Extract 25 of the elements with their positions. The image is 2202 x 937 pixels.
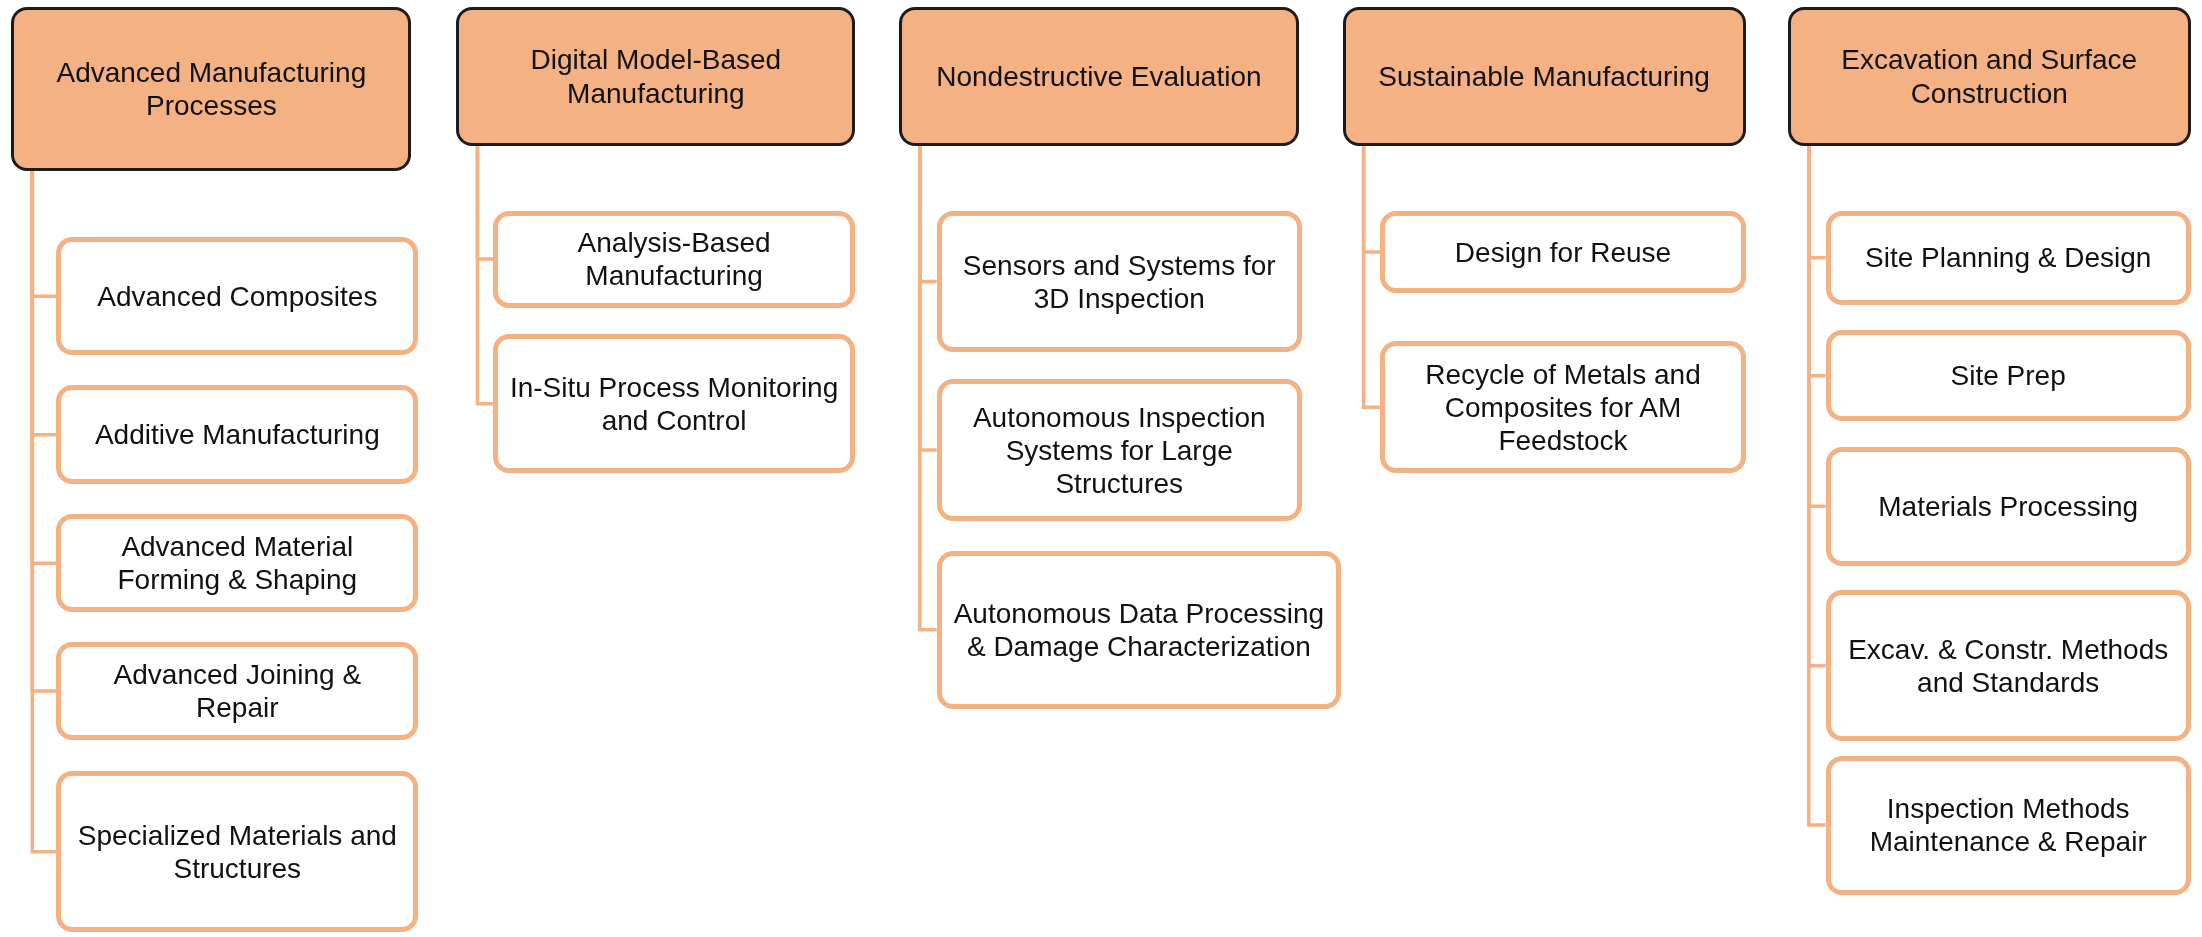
topic-box: In-Situ Process Monitoring and Control (492, 334, 856, 474)
category-box: Excavation and Surface Construction (1787, 7, 2191, 147)
topic-box: Advanced Composites (56, 237, 419, 356)
topic-box: Analysis-Based Manufacturing (492, 210, 856, 308)
topic-box: Design for Reuse (1380, 210, 1746, 294)
topic-box: Sensors and Systems for 3D Inspection (936, 210, 1302, 353)
topic-box: Specialized Materials and Structures (56, 770, 419, 933)
topic-box: Autonomous Inspection Systems for Large Structures (936, 379, 1302, 521)
topic-box: Additive Manufacturing (56, 384, 419, 485)
connector-line (1361, 146, 1381, 409)
category-box: Nondestructive Evaluation (898, 7, 1299, 147)
category-box: Digital Model-Based Manufacturing (456, 7, 856, 147)
topic-box: Advanced Joining & Repair (56, 641, 419, 741)
connector-line (475, 146, 493, 406)
category-box: Sustainable Manufacturing (1342, 7, 1746, 147)
topic-box: Site Planning & Design (1825, 210, 2191, 305)
topic-box: Materials Processing (1825, 446, 2191, 566)
topic-box: Excav. & Constr. Methods and Standards (1825, 589, 2191, 742)
topic-box: Advanced Material Forming & Shaping (56, 514, 419, 613)
connector-line (918, 146, 937, 632)
topic-box: Recycle of Metals and Composites for AM Feedstock (1380, 341, 1746, 474)
topic-box: Autonomous Data Processing & Damage Characterization (936, 550, 1342, 710)
topic-box: Site Prep (1825, 330, 2191, 422)
topic-box: Inspection Methods Maintenance & Repair (1825, 755, 2191, 895)
category-box: Advanced Manufacturing Processes (11, 7, 412, 172)
